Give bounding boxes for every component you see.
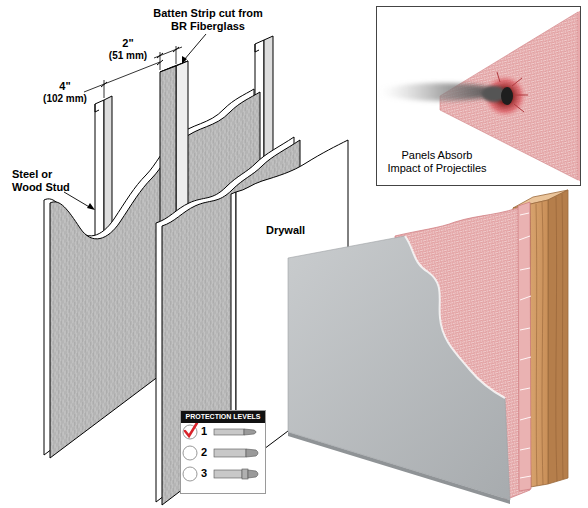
cartridge-case	[214, 429, 244, 435]
impact-hole	[501, 87, 513, 105]
cartridge-case	[214, 470, 242, 478]
level-number: 3	[201, 467, 213, 480]
dimension-label: (102 mm)	[37, 93, 93, 105]
legend-background	[180, 410, 266, 494]
fiber-strand	[519, 213, 531, 478]
inset-background	[376, 6, 581, 186]
protection-levels-box: PROTECTION LEVELS 1 2 3	[180, 410, 266, 494]
fiberglass-edge	[518, 202, 531, 491]
leader-line	[64, 192, 91, 208]
check-circle	[183, 467, 197, 481]
fabric-fray	[497, 72, 528, 112]
bullet-tip	[244, 429, 256, 435]
stud-side	[548, 190, 568, 484]
cartridge-case	[214, 449, 246, 457]
stud-lip	[95, 104, 99, 112]
dimension-label: 4"	[50, 80, 80, 93]
bullet-icon	[214, 469, 258, 479]
leader-line	[184, 34, 206, 60]
stud-lip	[255, 44, 259, 52]
legend-heading: PROTECTION LEVELS	[181, 411, 265, 423]
dimension-label: (51 mm)	[103, 50, 153, 62]
part-label: Drywall	[266, 224, 326, 237]
bullet-icon	[214, 449, 258, 457]
dimension-tick	[101, 47, 179, 87]
level-number: 2	[201, 446, 213, 459]
callout-label: Batten Strip cut from BR Fiberglass	[150, 7, 266, 32]
cartridge-neck	[242, 469, 248, 479]
bullet-icon	[214, 429, 256, 435]
drywall-face	[288, 236, 510, 500]
cutaway-edge	[405, 236, 505, 398]
callout-label: Steel or Wood Stud	[12, 168, 76, 193]
check-mark	[185, 423, 197, 436]
leader-arrowhead	[87, 203, 95, 210]
level-number: 1	[201, 425, 213, 438]
dimension-line	[84, 62, 160, 92]
bullet-tip	[248, 470, 258, 478]
bullet-tip	[246, 449, 258, 457]
check-circle	[183, 446, 197, 460]
leader-arrowhead	[182, 56, 187, 64]
dimension-label: 2"	[113, 37, 143, 50]
projectile-blur	[382, 83, 498, 101]
inset-caption: Panels Absorb Impact of Projectiles	[385, 149, 489, 174]
inset-panel: Panels Absorb Impact of Projectiles	[376, 6, 581, 186]
impact-burn	[481, 72, 529, 120]
